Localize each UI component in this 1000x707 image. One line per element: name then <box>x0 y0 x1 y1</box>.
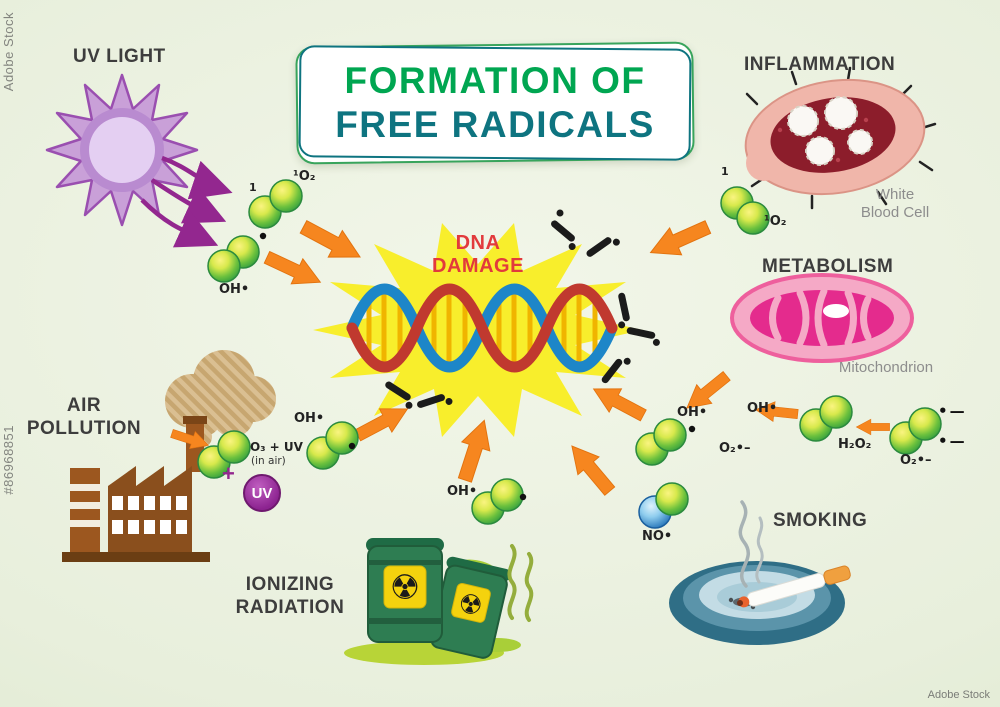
hydroxyl-radical-label: OH• <box>294 411 325 426</box>
title-box: FORMATION OF FREE RADICALS <box>295 41 695 165</box>
arrow-icon <box>571 445 616 496</box>
label-line: IONIZING <box>245 574 335 595</box>
uv-ray-arrows <box>140 155 233 248</box>
uv-badge: UV <box>243 474 281 512</box>
hydroxyl-radical-label: OH• <box>219 282 250 297</box>
superoxide-label: O₂•– <box>900 453 932 468</box>
molecule-pair <box>638 482 689 529</box>
nitric-oxide-label: NO• <box>642 529 673 544</box>
label-line: RADIATION <box>235 597 345 618</box>
title-line1: FORMATION OF <box>344 60 646 101</box>
arrow-icon <box>170 429 210 450</box>
watermark-brand-vertical: Adobe Stock <box>1 12 16 92</box>
molecule-pair <box>635 418 687 466</box>
ashtray-icon <box>669 500 851 645</box>
singlet-oxygen-label: ¹O₂ <box>293 169 316 184</box>
arrow-icon <box>263 250 322 285</box>
title-line2: FREE RADICALS <box>335 104 655 145</box>
molecule-pair <box>720 186 770 235</box>
dna-damage-line: DNA <box>455 232 501 254</box>
arrow-icon <box>592 388 647 422</box>
radical-dots <box>259 232 696 501</box>
molecule-pair <box>197 430 251 479</box>
mitochondrion-icon <box>730 273 914 363</box>
hydrogen-peroxide-label: H₂O₂ <box>838 437 872 452</box>
molecule-pair <box>248 179 303 229</box>
mitochondrion-caption: Mitochondrion <box>838 359 934 376</box>
hydroxyl-radical-label: OH• <box>747 401 778 416</box>
dna-fragments-icon <box>385 209 660 409</box>
ionizing-radiation-label: IONIZING RADIATION <box>226 573 354 619</box>
watermark-brand-corner: Adobe Stock <box>927 689 990 701</box>
ozone-note-label: (in air) <box>251 455 286 467</box>
blood-cell-icon <box>744 66 937 210</box>
caption-line: Blood Cell <box>860 204 930 221</box>
arrow-icon <box>354 408 409 442</box>
molecules <box>197 179 942 529</box>
superscript-one-label: 1 <box>249 181 257 194</box>
barrels-icon: ☢ ☢ <box>344 538 534 665</box>
arrow-icon <box>649 220 712 256</box>
dna-damage-label: DNA DAMAGE <box>405 232 551 278</box>
label-line: POLLUTION <box>26 418 142 439</box>
dna-damage-line: DAMAGE <box>432 255 524 277</box>
molecule-pair <box>799 395 853 442</box>
superscript-one-label: 1 <box>721 165 729 178</box>
metabolism-label: METABOLISM <box>762 256 894 277</box>
ozone-uv-label: O₃ + UV <box>250 440 303 454</box>
radiation-symbol-icon: ☢ <box>390 568 420 608</box>
arrow-icon <box>855 418 890 436</box>
barrel-tilted-icon: ☢ <box>430 556 512 659</box>
dna-helix-icon <box>346 283 618 373</box>
arrow-icon <box>754 401 799 423</box>
hydroxyl-radical-label: OH• <box>677 405 708 420</box>
smoke-wisp-icon <box>738 500 764 588</box>
singlet-oxygen-label: ¹O₂ <box>764 214 787 229</box>
uv-light-label: UV LIGHT <box>73 46 166 67</box>
factory-icon <box>62 416 210 562</box>
superoxide-label: O₂•– <box>719 441 751 456</box>
molecule-pair <box>889 407 942 455</box>
cigarette-icon <box>737 565 851 608</box>
hydroxyl-radical-label: OH• <box>447 484 478 499</box>
inflammation-label: INFLAMMATION <box>744 54 896 75</box>
dot-dash-mark: •— <box>938 432 967 450</box>
watermark-id-vertical: #86968851 <box>1 425 16 495</box>
dot-dash-mark: •— <box>938 402 967 420</box>
sun-icon <box>45 73 199 227</box>
stink-lines-icon <box>507 544 534 622</box>
white-blood-cell-caption: White Blood Cell <box>833 186 957 222</box>
arrow-icon <box>457 419 491 483</box>
molecule-pair <box>471 478 524 525</box>
molecule-pair <box>207 235 260 283</box>
arrow-icon <box>686 370 731 409</box>
orange-arrows <box>170 220 890 496</box>
label-line: AIR <box>66 395 102 416</box>
plus-sign: + <box>222 461 235 486</box>
barrel-upright-icon: ☢ <box>366 538 444 643</box>
arrow-icon <box>299 220 361 258</box>
smoking-label: SMOKING <box>773 510 868 531</box>
caption-line: White <box>875 186 915 203</box>
air-pollution-label: AIR POLLUTION <box>20 394 148 440</box>
